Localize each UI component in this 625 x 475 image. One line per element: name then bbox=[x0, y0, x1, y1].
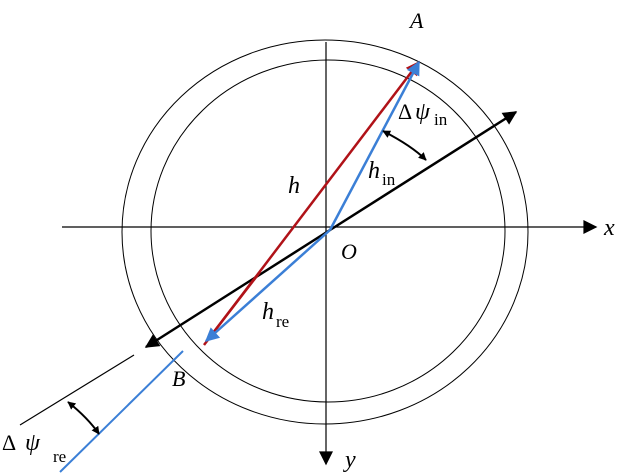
label-A: A bbox=[408, 8, 424, 33]
h-in-vector bbox=[328, 60, 421, 231]
label-h-in: h in bbox=[368, 158, 396, 189]
h-vector-lower bbox=[205, 271, 261, 343]
svg-text:h: h bbox=[262, 299, 274, 325]
svg-text:re: re bbox=[53, 447, 66, 466]
svg-text:ψ: ψ bbox=[25, 430, 41, 456]
outer-circle bbox=[121, 39, 529, 425]
svg-text:Δ: Δ bbox=[398, 99, 412, 124]
label-h-re: h re bbox=[262, 299, 289, 331]
svg-text:in: in bbox=[434, 110, 448, 129]
rotated-axis-lower bbox=[144, 228, 331, 349]
angle-arc-in bbox=[382, 130, 427, 161]
svg-text:Δ: Δ bbox=[2, 430, 16, 455]
label-y: y bbox=[343, 447, 356, 473]
svg-text:in: in bbox=[382, 170, 396, 189]
svg-text:h: h bbox=[368, 158, 380, 184]
h-re-vector bbox=[204, 229, 331, 342]
rotated-axis-upper bbox=[329, 110, 518, 232]
label-x: x bbox=[603, 215, 615, 241]
svg-text:ψ: ψ bbox=[415, 99, 431, 125]
reference-line bbox=[19, 354, 135, 426]
blue-extension-line bbox=[59, 350, 184, 473]
label-delta-psi-in: Δ ψ in bbox=[398, 99, 448, 129]
label-h: h bbox=[288, 173, 300, 199]
inner-circle bbox=[150, 59, 506, 403]
label-delta-psi-re: Δ ψ re bbox=[2, 430, 66, 466]
svg-text:re: re bbox=[276, 312, 289, 331]
label-B: B bbox=[172, 366, 185, 391]
label-O: O bbox=[341, 239, 357, 264]
angle-arc-re bbox=[67, 401, 100, 435]
